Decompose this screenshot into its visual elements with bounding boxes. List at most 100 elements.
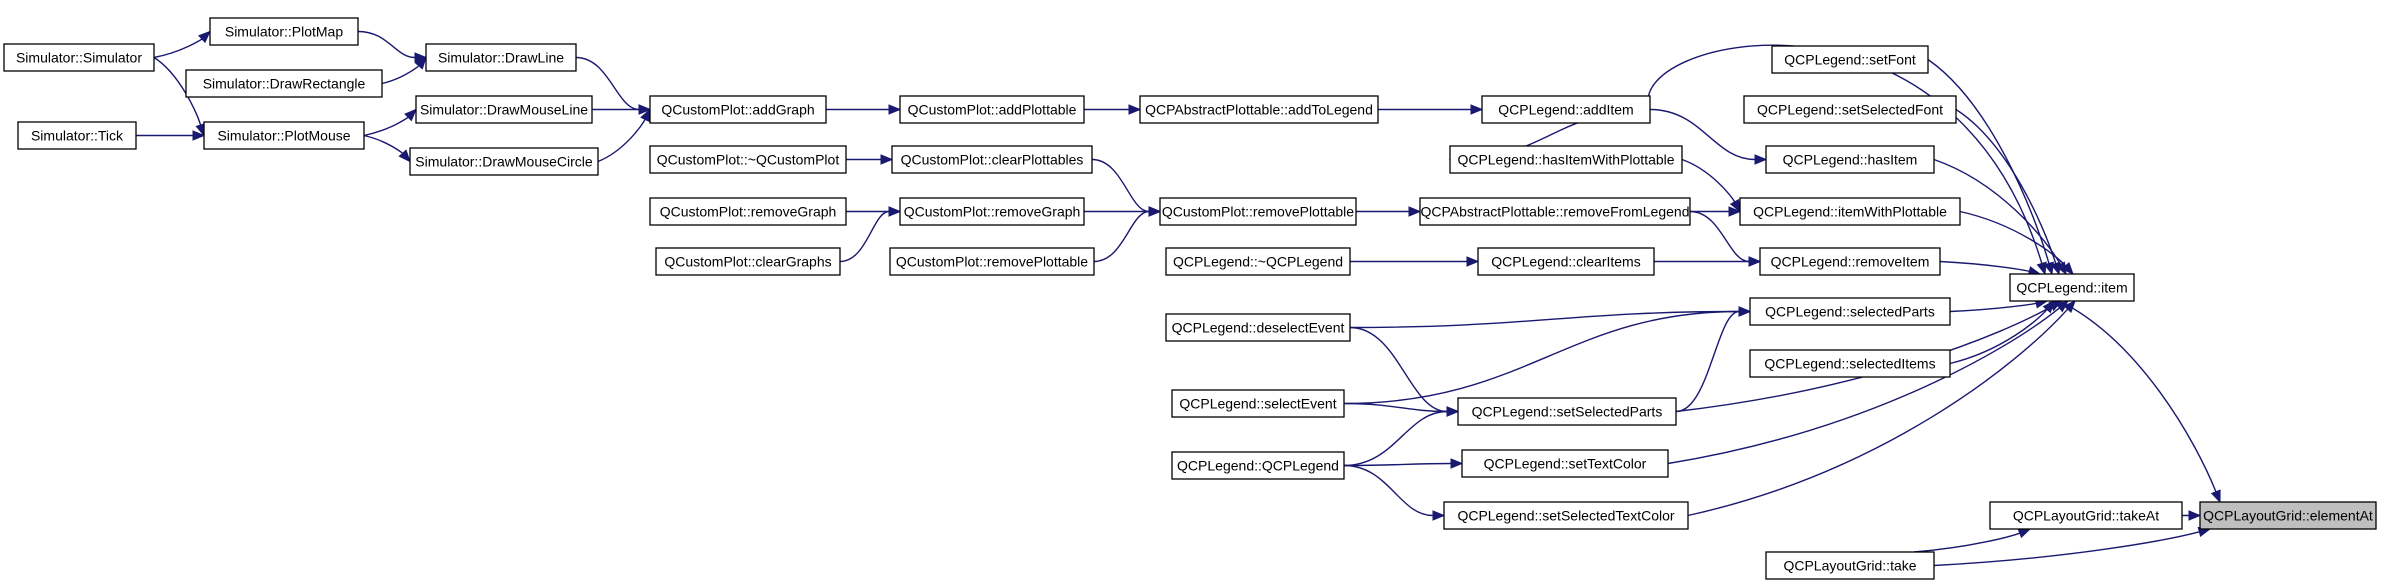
arrowhead-icon (1408, 206, 1422, 217)
node-qcp-removegraph-l[interactable]: QCustomPlot::removeGraph (649, 197, 847, 226)
edge-qap-addtolegend-to-leg-additem (1378, 104, 1484, 115)
arrowhead-icon (1450, 458, 1464, 469)
node-leg-selecteditems[interactable]: QCPLegend::selectedItems (1749, 349, 1951, 378)
node-label: QCPLegend::selectedParts (1765, 304, 1935, 320)
node-box (1419, 197, 1691, 226)
node-box (1461, 449, 1669, 478)
node-leg-selectevent[interactable]: QCPLegend::selectEvent (1171, 389, 1345, 418)
node-leg-additem[interactable]: QCPLegend::addItem (1481, 95, 1651, 124)
node-leg-setselectedparts[interactable]: QCPLegend::setSelectedParts (1457, 397, 1677, 426)
node-label: QCustomPlot::addPlottable (908, 102, 1077, 118)
node-box (1449, 145, 1683, 174)
node-label: QCPLegend::clearItems (1491, 254, 1640, 270)
node-box (1759, 247, 1941, 276)
node-label: Simulator::DrawMouseLine (420, 102, 588, 118)
edge-line (1667, 307, 2060, 465)
node-qcp-removegraph-r[interactable]: QCustomPlot::removeGraph (899, 197, 1085, 226)
node-box (1171, 451, 1345, 480)
node-qcp-dtor[interactable]: QCustomPlot::~QCustomPlot (649, 145, 847, 174)
node-leg-itemwithplottable[interactable]: QCPLegend::itemWithPlottable (1739, 197, 1961, 226)
edge-qap-removefromlegend-to-leg-itemwithplottable (1690, 206, 1742, 217)
arrowhead-icon (1754, 154, 1768, 165)
edge-line (1343, 402, 1448, 413)
arrowhead-icon (1148, 206, 1162, 217)
edge-line (153, 56, 202, 126)
node-qcp-addplottable[interactable]: QCustomPlot::addPlottable (899, 95, 1085, 124)
arrowhead-icon (398, 149, 411, 163)
node-label: Simulator::Tick (31, 128, 124, 144)
node-qap-removefromlegend[interactable]: QCPAbstractPlottable::removeFromLegend (1419, 197, 1691, 226)
node-label: Simulator::PlotMouse (217, 128, 350, 144)
node-box (1165, 313, 1351, 342)
node-label: QCPLegend::setFont (1784, 52, 1916, 68)
node-qap-addtolegend[interactable]: QCPAbstractPlottable::addToLegend (1139, 95, 1379, 124)
node-sim-drawrect[interactable]: Simulator::DrawRectangle (185, 69, 383, 98)
node-leg-hasitem[interactable]: QCPLegend::hasItem (1765, 145, 1935, 174)
node-leg-setselectedtextcolor[interactable]: QCPLegend::setSelectedTextColor (1443, 501, 1689, 530)
edge-leg-itemwithplottable-to-leg-item (1959, 210, 2074, 275)
node-leg-clearitems[interactable]: QCPLegend::clearItems (1477, 247, 1655, 276)
node-qcp-addgraph[interactable]: QCustomPlot::addGraph (649, 95, 827, 124)
node-sim-drawline[interactable]: Simulator::DrawLine (425, 43, 577, 72)
node-sim-tick[interactable]: Simulator::Tick (17, 121, 137, 150)
node-sim-drawmousecircle[interactable]: Simulator::DrawMouseCircle (409, 147, 599, 176)
edge-line (1913, 532, 2021, 553)
node-label: QCPLegend::hasItem (1783, 152, 1918, 168)
node-box (1749, 349, 1951, 378)
edge-line (1349, 326, 1448, 413)
arrowhead-icon (2061, 261, 2074, 275)
node-leg-settextcolor[interactable]: QCPLegend::setTextColor (1461, 449, 1669, 478)
node-label: QCPAbstractPlottable::addToLegend (1145, 102, 1373, 118)
node-lg-take[interactable]: QCPLayoutGrid::take (1765, 551, 1935, 580)
node-leg-setselectedfont[interactable]: QCPLegend::setSelectedFont (1743, 95, 1957, 124)
edge-line (839, 210, 890, 263)
node-leg-ctor[interactable]: QCPLegend::QCPLegend (1171, 451, 1345, 480)
edge-line (1681, 158, 1736, 203)
node-qcp-removeplottable-r[interactable]: QCustomPlot::removePlottable (889, 247, 1095, 276)
node-box (1139, 95, 1379, 124)
node-leg-hasitemwithplottable[interactable]: QCPLegend::hasItemWithPlottable (1449, 145, 1683, 174)
edge-line (363, 116, 409, 137)
node-label: QCPLegend::item (2016, 280, 2127, 296)
node-qcp-removeplottable-l[interactable]: QCustomPlot::removePlottable (1159, 197, 1357, 226)
node-lg-elementat[interactable]: QCPLayoutGrid::elementAt (2199, 501, 2377, 530)
edge-line (1091, 158, 1150, 213)
node-sim-drawmouseline[interactable]: Simulator::DrawMouseLine (415, 95, 593, 124)
edge-leg-selectevent-to-leg-setselectedparts (1343, 402, 1460, 417)
node-box (1457, 397, 1677, 426)
node-box (1749, 297, 1951, 326)
node-sim-plotmap[interactable]: Simulator::PlotMap (209, 17, 359, 46)
node-leg-removeitem[interactable]: QCPLegend::removeItem (1759, 247, 1941, 276)
node-leg-selectedparts[interactable]: QCPLegend::selectedParts (1749, 297, 1951, 326)
node-box (415, 95, 593, 124)
edge-leg-ctor-to-leg-setselectedtextcolor (1343, 464, 1446, 521)
node-box (425, 43, 577, 72)
node-lg-takeat[interactable]: QCPLayoutGrid::takeAt (1989, 501, 2183, 530)
edge-lg-take-to-lg-takeat (1913, 528, 2032, 553)
node-leg-setfont[interactable]: QCPLegend::setFont (1771, 45, 1929, 74)
arrowhead-icon (638, 104, 652, 115)
node-box (1171, 389, 1345, 418)
node-leg-dtor[interactable]: QCPLegend::~QCPLegend (1165, 247, 1351, 276)
edge-sim-drawmousecircle-to-qcp-addgraph (597, 108, 651, 163)
node-label: QCPLegend::setSelectedFont (1757, 102, 1943, 118)
node-qcp-clearplottables[interactable]: QCustomPlot::clearPlottables (891, 145, 1093, 174)
node-sim-plotmouse[interactable]: Simulator::PlotMouse (203, 121, 365, 150)
arrowhead-icon (1470, 104, 1484, 115)
node-box (1165, 247, 1351, 276)
node-box (1989, 501, 2183, 530)
node-sim-sim[interactable]: Simulator::Simulator (3, 43, 155, 72)
node-qcp-cleargraphs[interactable]: QCustomPlot::clearGraphs (655, 247, 841, 276)
node-box (1477, 247, 1655, 276)
node-leg-item[interactable]: QCPLegend::item (2009, 273, 2135, 302)
node-box (1159, 197, 1357, 226)
node-label: QCustomPlot::removeGraph (660, 204, 837, 220)
edge-line (1649, 108, 1756, 161)
edge-line (1675, 310, 1740, 413)
node-label: QCPLegend::deselectEvent (1172, 320, 1345, 336)
node-leg-deselectevent[interactable]: QCPLegend::deselectEvent (1165, 313, 1351, 342)
node-box (1739, 197, 1961, 226)
edge-sim-plotmap-to-sim-drawline (357, 30, 428, 63)
edge-line (381, 65, 420, 85)
node-label: QCPLayoutGrid::takeAt (2013, 508, 2159, 524)
